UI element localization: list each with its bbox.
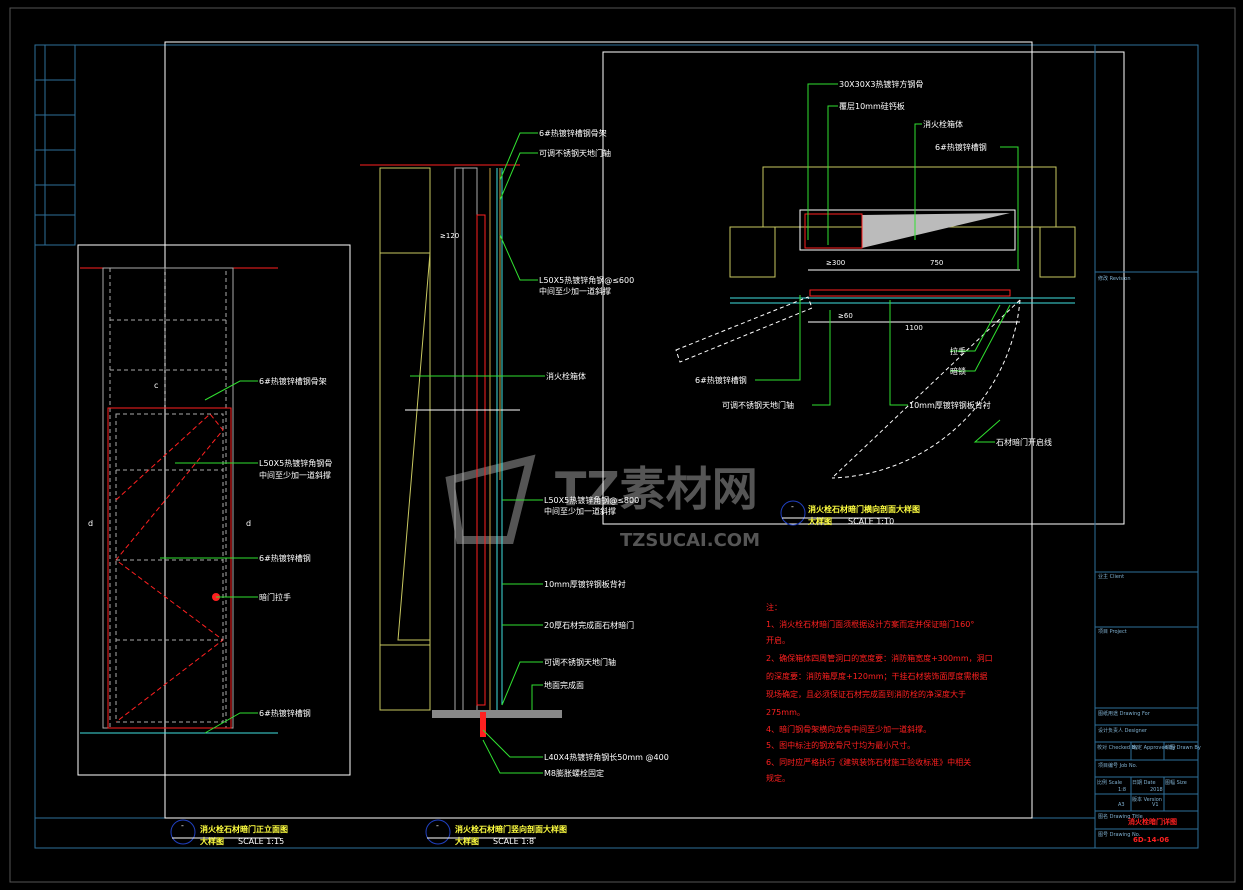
dim-750: 750 — [930, 259, 943, 267]
tb-version-label: 版本 Version — [1132, 796, 1162, 803]
drawing-text: 大样图 — [808, 516, 832, 526]
label-pivot: 可调不锈钢天地门轴 — [539, 148, 611, 158]
title-block — [1094, 44, 1199, 849]
drawing-text: 现场确定，且必须保证石材完成面到消防栓的净深度大于 — [766, 689, 966, 699]
tb-no-label: 图号 Drawing No. — [1098, 832, 1141, 838]
drawing-text: 大样图 — [455, 836, 479, 846]
plan-viewport — [602, 51, 1125, 525]
tb-client: 业主 Client — [1098, 573, 1124, 580]
plan-drawing — [675, 83, 1076, 479]
drawing-text: 开启。 — [766, 635, 790, 645]
label-steel-plate: 10mm厚镀锌钢板背衬 — [544, 579, 626, 589]
tb-approved: 审定 Approved By — [1132, 744, 1176, 751]
label-floor: 地面完成面 — [544, 680, 584, 690]
drawing-text: - — [436, 821, 439, 830]
label-pivot-bottom: 可调不锈钢天地门轴 — [544, 657, 616, 667]
tb-designer: 设计负责人 Designer — [1098, 727, 1148, 734]
caption-elevation: - 消火栓石材暗门正立面图 大样图 SCALE 1:15 — [170, 819, 288, 846]
label-handle: 拉手 — [950, 346, 966, 356]
dim-120: ≥120 — [440, 232, 459, 240]
tb-scale: 1:8 — [1118, 787, 1126, 793]
elevation-viewport — [77, 244, 351, 776]
label-angle-800: L50X5热镀锌角钢@≤800 — [544, 495, 639, 505]
drawing-text: 消火栓石材暗门正立面图 — [200, 824, 288, 834]
drawing-text: SCALE 1:10 — [848, 517, 894, 526]
tb-title: 消火栓暗门详图 — [1128, 817, 1177, 826]
tb-drawn: 绘图 Drawn By — [1165, 744, 1201, 751]
drawing-text: 消火栓石材暗门横向剖面大样图 — [808, 504, 920, 514]
tb-revision: 修改 Revision — [1098, 275, 1131, 282]
label-pivot: 可调不锈钢天地门轴 — [722, 400, 794, 410]
drawing-text: 的深度要：消防箱厚度+120mm；干挂石材装饰面厚度需根据 — [766, 671, 988, 681]
tb-scale-label: 比例 Scale — [1097, 779, 1122, 786]
section-marker-d-left: d — [88, 519, 93, 528]
watermark-url: TZSUCAI.COM — [620, 530, 760, 551]
tb-date: 2018 — [1150, 787, 1163, 793]
label-angle-40: L40X4热镀锌角钢长50mm @400 — [544, 752, 669, 762]
label-angle-steel: L50X5热镀锌角钢骨 — [259, 458, 332, 468]
drawing-text: 1、消火栓石材暗门面须根据设计方案而定并保证暗门160° — [766, 619, 974, 629]
tb-drawing-no: 6D-14-06 — [1133, 836, 1169, 844]
drawing-text: 2、确保箱体四周管洞口的宽度要：消防箱宽度+300mm，洞口 — [766, 653, 993, 663]
label-hydrant-box: 消火栓箱体 — [546, 371, 586, 381]
caption-section: - 消火栓石材暗门竖向剖面大样图 大样图 SCALE 1:8 — [425, 819, 567, 846]
label-bolt: M8膨胀螺栓固定 — [544, 768, 604, 778]
drawing-text: 5、图中标注的钢龙骨尺寸均为最小尺寸。 — [766, 740, 915, 750]
tb-drawing-for: 图纸用途 Drawing For — [1098, 710, 1151, 717]
label-brace: 中间至少加一道斜撑 — [539, 286, 611, 296]
section-drawing — [360, 132, 562, 774]
tb-size-label: 图幅 Size — [1165, 779, 1187, 786]
label-brace-2: 中间至少加一道斜撑 — [544, 506, 616, 516]
drawing-text: 大样图 — [200, 836, 224, 846]
drawing-text: 4、暗门钢骨架横向龙骨中间至少加一道斜撑。 — [766, 724, 931, 734]
drawing-text: 275mm。 — [766, 708, 805, 717]
tb-project: 项目 Project — [1098, 629, 1127, 635]
notes: 注： 1、消火栓石材暗门面须根据设计方案而定并保证暗门160° 开启。 2、确保… — [766, 602, 993, 783]
drawing-text: 6、同时应严格执行《建筑装饰石材施工验收标准》中相关 — [766, 757, 971, 767]
tb-title-label: 图名 Drawing Title — [1098, 813, 1143, 820]
drawing-text: 规定。 — [766, 773, 790, 783]
drawing-text: 消火栓石材暗门竖向剖面大样图 — [455, 824, 567, 834]
label-stone-door: 20厚石材完成面石材暗门 — [544, 620, 634, 630]
tb-size: A3 — [1118, 802, 1125, 808]
drawing-text: - — [181, 821, 184, 830]
elevation-drawing — [80, 267, 278, 734]
dim-1100: 1100 — [905, 324, 923, 332]
main-viewport — [164, 41, 1033, 819]
tb-job-no: 项目编号 Job No. — [1098, 762, 1138, 769]
section-marker-c: c — [154, 381, 158, 390]
label-steel-plate: 10mm厚镀锌钢板背衬 — [909, 400, 991, 410]
watermark-logo: TZ素材网 — [555, 462, 758, 516]
dim-60: ≥60 — [838, 312, 853, 320]
label-brace: 中间至少加一道斜撑 — [259, 470, 331, 480]
label-channel-2: 6#热镀锌槽钢 — [695, 375, 747, 385]
label-angle-600: L50X5热镀锌角钢@≤600 — [539, 275, 634, 285]
sheet-border — [9, 7, 1236, 883]
label-square-tube: 30X30X3热镀锌方钢骨 — [839, 79, 923, 89]
left-strip-lines — [35, 45, 75, 245]
dim-300: ≥300 — [826, 259, 845, 267]
caption-plan: - 消火栓石材暗门横向剖面大样图 大样图 SCALE 1:10 — [780, 500, 920, 526]
section-marker-d-right: d — [246, 519, 251, 528]
label-channel-frame: 6#热镀锌槽钢骨架 — [539, 128, 607, 138]
label-swing-line: 石材暗门开启线 — [996, 437, 1052, 447]
watermark: TZ素材网 TZSUCAI.COM — [445, 454, 760, 551]
label-channel-frame: 6#热镀锌槽钢骨架 — [259, 376, 327, 386]
label-channel-bottom: 6#热镀锌槽钢 — [259, 708, 311, 718]
label-hydrant-box: 消火栓箱体 — [923, 119, 963, 129]
label-handle: 暗门拉手 — [259, 592, 291, 602]
drawing-text: - — [791, 502, 794, 511]
drawing-text: 注： — [766, 602, 782, 612]
tb-checked: 校对 Checked By — [1097, 744, 1138, 751]
drawing-text: SCALE 1:15 — [238, 837, 284, 846]
tb-version: V1 — [1152, 802, 1159, 808]
tb-date-label: 日期 Date — [1132, 780, 1156, 786]
left-strip — [34, 44, 76, 246]
label-calcium-board: 覆层10mm硅钙板 — [839, 101, 905, 111]
drawing-text: SCALE 1:8 — [493, 837, 534, 846]
label-lock: 暗锁 — [950, 366, 966, 376]
label-channel: 6#热镀锌槽钢 — [259, 553, 311, 563]
label-channel: 6#热镀锌槽钢 — [935, 142, 987, 152]
